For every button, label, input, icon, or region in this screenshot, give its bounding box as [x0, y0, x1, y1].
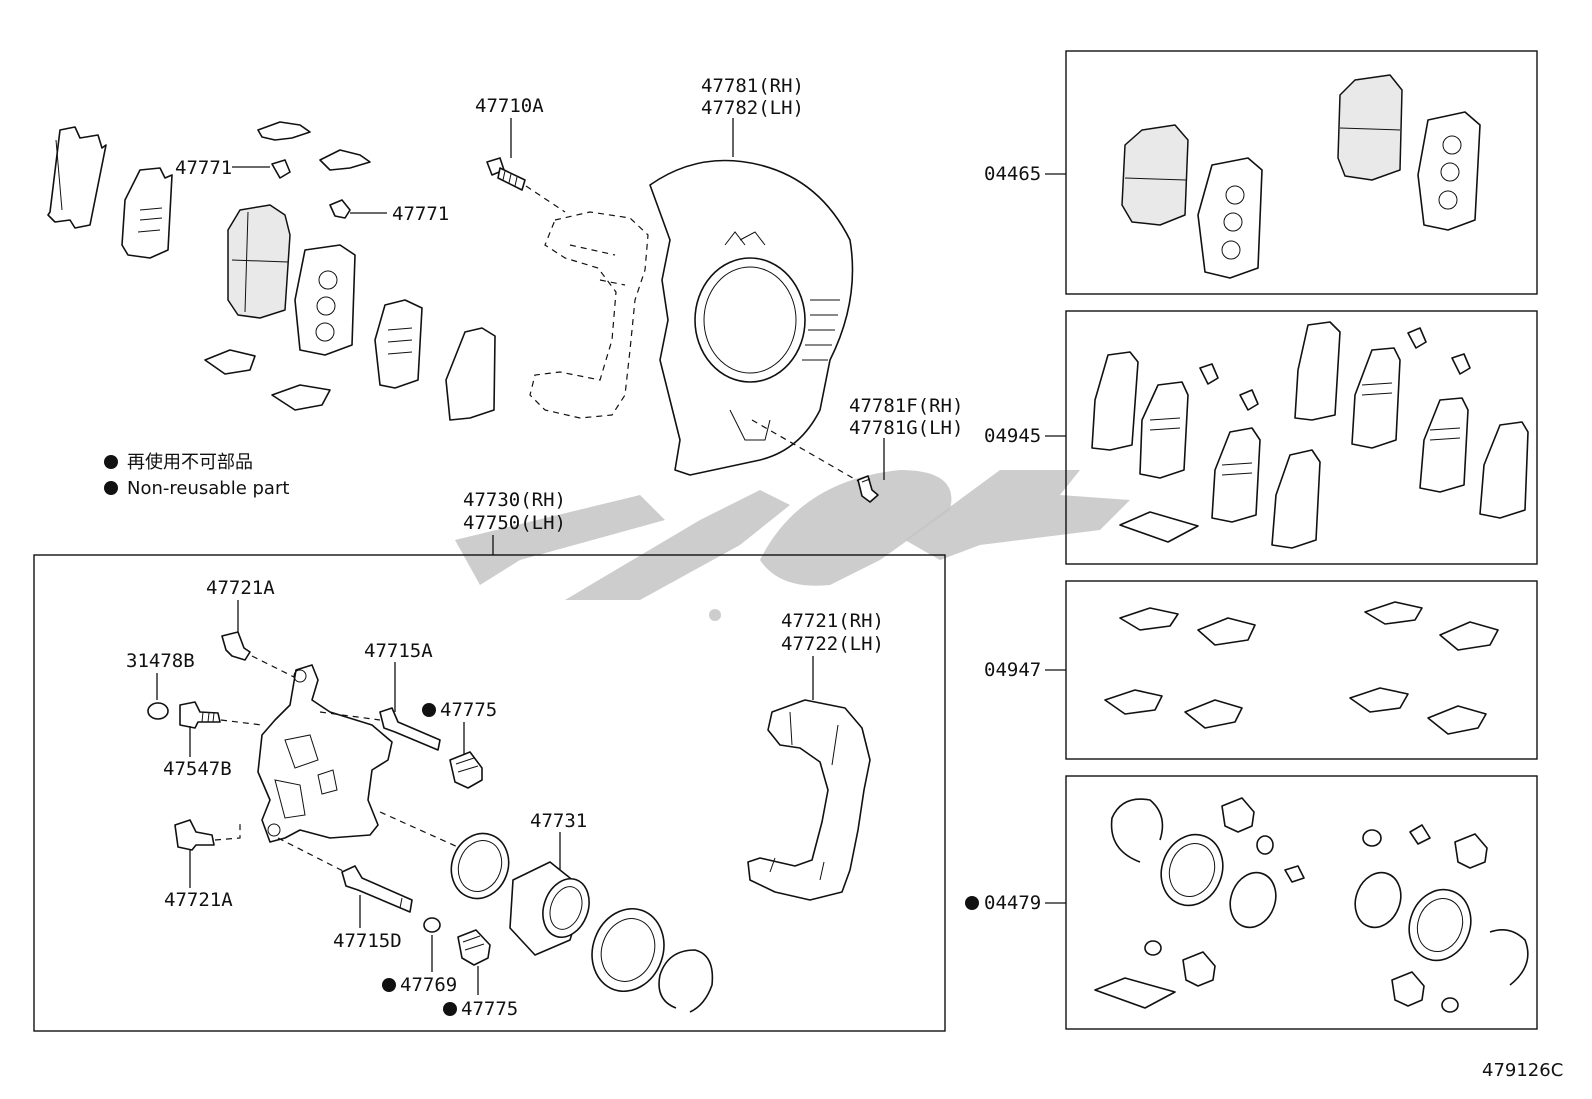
kit-04465-pads — [1121, 74, 1481, 279]
brake-pad-outer — [227, 204, 291, 319]
legend-japanese: 再使用不可部品 — [127, 452, 253, 473]
cylinder-boot — [591, 907, 665, 993]
caliper-mounting-bracket — [747, 699, 871, 901]
bolt-dust-cover — [857, 475, 879, 503]
legend-bullet-jp — [104, 455, 118, 469]
piston-seal-ring — [450, 832, 510, 900]
label-47731: 47731 — [530, 810, 587, 832]
kit-04947-frame — [1065, 580, 1538, 760]
pad-support-plate-upper — [257, 121, 371, 171]
non-reusable-bullet-04479 — [965, 896, 979, 910]
caliper-assembly-frame — [33, 554, 946, 1032]
label-47547B: 47547B — [163, 758, 232, 780]
legend-bullet-en — [104, 481, 118, 495]
label-47721A-top: 47721A — [206, 577, 275, 599]
kit-label-04479: 04479 — [984, 892, 1041, 914]
set-ring — [658, 949, 714, 1013]
kit-label-04945: 04945 — [984, 425, 1041, 447]
label-47775-a: 47775 — [440, 699, 497, 721]
kit-04945-shims — [1091, 321, 1529, 549]
anti-squeal-shim-far-right — [445, 327, 496, 421]
label-47721-rh: 47721(RH) — [781, 610, 884, 632]
kit-label-04947: 04947 — [984, 659, 1041, 681]
label-47722-lh: 47722(LH) — [781, 633, 884, 655]
label-47730-rh: 47730(RH) — [463, 489, 566, 511]
anti-squeal-shim-outer — [47, 126, 107, 229]
kit-04465-frame — [1065, 50, 1538, 295]
label-47771-b: 47771 — [392, 203, 449, 225]
brake-pad-inner — [294, 244, 356, 356]
bolt-47710A — [486, 157, 526, 191]
boot-47775-a — [449, 751, 483, 789]
label-47715A: 47715A — [364, 640, 433, 662]
disc-brake-cylinder — [257, 664, 393, 843]
label-47781F-rh: 47781F(RH) — [849, 395, 963, 417]
label-47781-rh: 47781(RH) — [701, 75, 804, 97]
label-47781G-lh: 47781G(LH) — [849, 417, 963, 439]
label-47721A-bottom: 47721A — [164, 889, 233, 911]
bushing-47769 — [423, 917, 441, 933]
label-47775-b: 47775 — [461, 998, 518, 1020]
non-reusable-bullet-47769 — [382, 978, 396, 992]
legend-english: Non-reusable part — [127, 478, 289, 499]
bleeder-cap-31478B — [147, 702, 169, 720]
label-47782-lh: 47782(LH) — [701, 97, 804, 119]
cylinder-piston-47731 — [509, 861, 590, 956]
disc-brake-dust-cover — [649, 159, 854, 476]
slide-pin-47715A — [379, 707, 441, 751]
watermark-logo — [455, 470, 1130, 621]
label-47769: 47769 — [400, 974, 457, 996]
kit-label-04465: 04465 — [984, 163, 1041, 185]
anti-squeal-shim-inner — [121, 167, 173, 259]
bleeder-plug-47721A — [221, 631, 251, 661]
label-31478B: 31478B — [126, 650, 195, 672]
pad-wear-indicator — [271, 159, 351, 219]
label-47771-a: 47771 — [175, 157, 232, 179]
caliper-mounting-bracket-dashed — [529, 211, 649, 419]
label-47710A: 47710A — [475, 95, 544, 117]
diagram-code: 479126C — [1482, 1060, 1563, 1081]
label-47715D: 47715D — [333, 930, 402, 952]
anti-squeal-shim-right — [374, 299, 423, 389]
bleeder-plug-47547B — [179, 701, 221, 729]
slide-pin-47715D — [341, 865, 413, 913]
non-reusable-bullet-47775-a — [422, 703, 436, 717]
label-47750-lh: 47750(LH) — [463, 512, 566, 534]
non-reusable-bullet-47775-b — [443, 1002, 457, 1016]
boot-47775-b — [457, 929, 491, 966]
bleeder-plug-47721A-lower — [174, 819, 215, 851]
pad-support-plate-lower — [204, 349, 331, 411]
kit-04479-seal-kit — [1094, 797, 1529, 1013]
kit-04945-frame — [1065, 310, 1538, 565]
kit-04947-support-plates — [1104, 601, 1499, 735]
